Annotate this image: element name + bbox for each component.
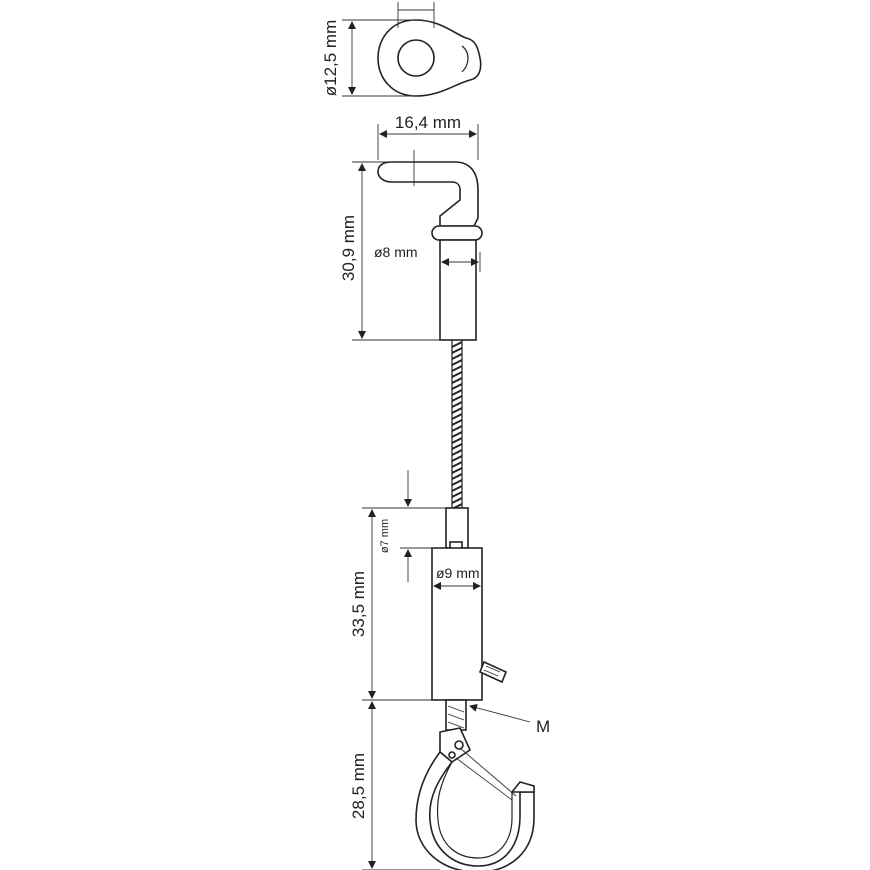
cable-strand [451, 371, 463, 378]
cable-strand [451, 407, 463, 414]
cable-strand [451, 383, 463, 390]
cable-strand [451, 455, 463, 462]
hook-height-label: 30,9 mm [339, 215, 358, 281]
hook-collar [431, 225, 483, 241]
hook-body [415, 750, 535, 870]
cable-strand [451, 437, 463, 444]
upper-hook-dimensions [352, 124, 481, 341]
cable-strand [451, 467, 463, 474]
grip-release-pin [478, 660, 508, 684]
eyelet-plan-view [377, 19, 482, 97]
cable-strand [451, 485, 463, 492]
cable-strand [451, 443, 463, 450]
cable-strand [451, 341, 463, 348]
steel-cable [451, 340, 463, 510]
cable-strand [451, 413, 463, 420]
cable-strand [451, 377, 463, 384]
cable-strand [451, 497, 463, 504]
upper-hook [377, 150, 483, 341]
lower-hook-dimensions [362, 701, 531, 870]
grip-body-diameter-label: ø9 mm [436, 565, 480, 581]
cable-strand [451, 461, 463, 468]
hook-width-label: 16,4 mm [395, 113, 461, 132]
cable-strand [451, 389, 463, 396]
upper-sleeve [439, 239, 477, 341]
cable-strand [451, 479, 463, 486]
grip-height-label: 33,5 mm [349, 571, 368, 637]
eyelet-diameter-label: ø12,5 mm [321, 20, 340, 97]
grip-dimensions [362, 470, 481, 701]
cable-strand [451, 491, 463, 498]
eyelet-dimension [342, 2, 435, 97]
cable-strand [451, 395, 463, 402]
cable-strand [451, 431, 463, 438]
cable-strand [451, 449, 463, 456]
cable-gripper [431, 507, 508, 701]
lower-hook [415, 699, 535, 870]
sleeve-diameter-label: ø8 mm [374, 244, 418, 260]
cable-strand [451, 365, 463, 372]
cable-strand [451, 419, 463, 426]
lower-cable-stub [445, 699, 467, 731]
top-grip-diameter-label: ø7 mm [379, 519, 391, 553]
lower-hook-height-label: 28,5 mm [349, 753, 368, 819]
eyelet-hole [397, 39, 435, 77]
cable-strand [451, 401, 463, 408]
cable-strand [451, 347, 463, 354]
grip-body [431, 547, 483, 701]
cable-strand [451, 425, 463, 432]
cable-strand [451, 359, 463, 366]
cable-strand [451, 473, 463, 480]
cable-strand [451, 353, 463, 360]
callout-letter: M [536, 717, 550, 736]
